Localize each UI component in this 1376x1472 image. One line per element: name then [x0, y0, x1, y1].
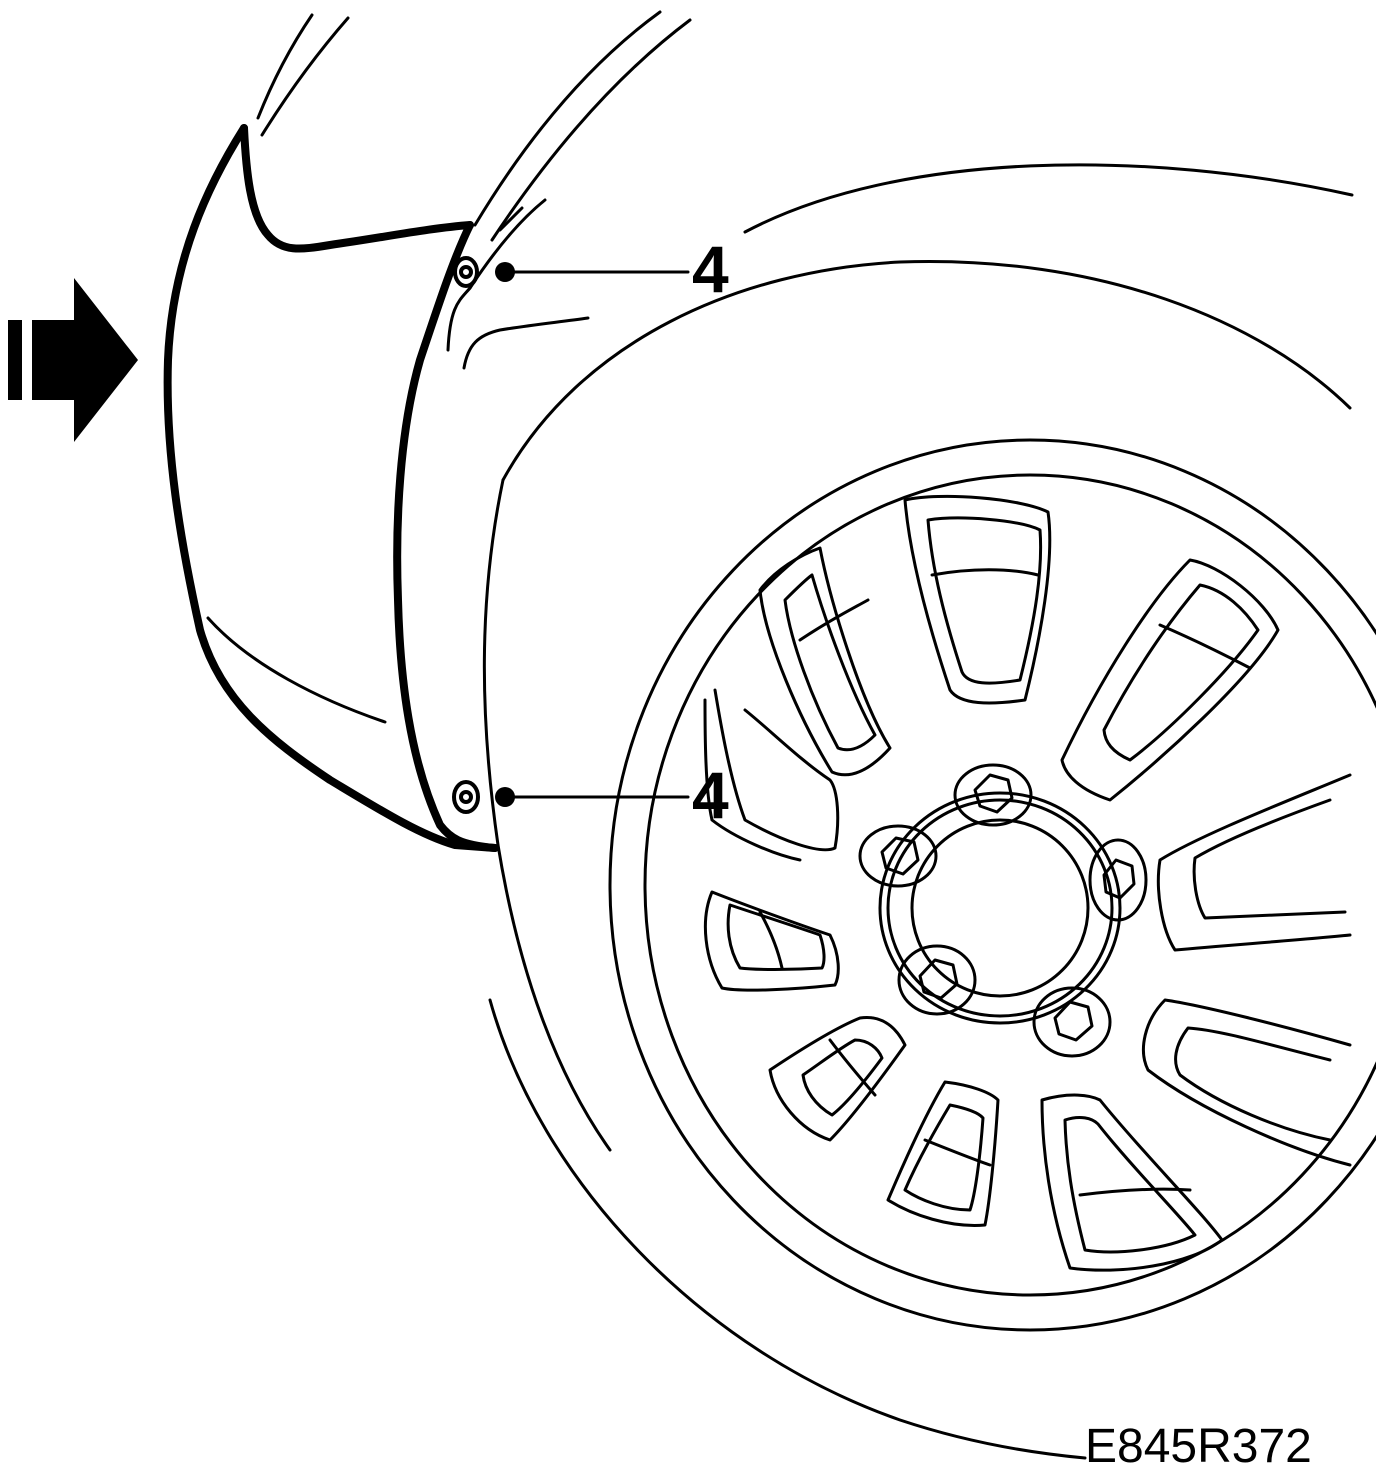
tyre — [482, 163, 1354, 1460]
wheel-hub — [878, 791, 1122, 1025]
hex-bolt-icon — [858, 824, 938, 888]
view-direction-arrow-icon — [8, 278, 138, 442]
screw-icon — [452, 780, 480, 814]
mudflap — [163, 124, 590, 852]
hex-bolt-icon — [953, 763, 1033, 827]
callout-leader-lower — [495, 787, 690, 807]
hex-bolt-icon — [1032, 986, 1112, 1058]
callout-label-lower: 4 — [692, 758, 729, 832]
callout-label-upper: 4 — [692, 232, 729, 306]
wheel-rim — [608, 438, 1376, 1332]
hex-bolt-icon — [1088, 838, 1148, 922]
wheel-spokes — [703, 494, 1352, 1272]
figure-code: E845R372 — [1085, 1420, 1312, 1472]
screw-icon — [453, 256, 479, 288]
callout-leader-upper — [495, 262, 690, 282]
hex-bolt-icon — [897, 944, 977, 1016]
